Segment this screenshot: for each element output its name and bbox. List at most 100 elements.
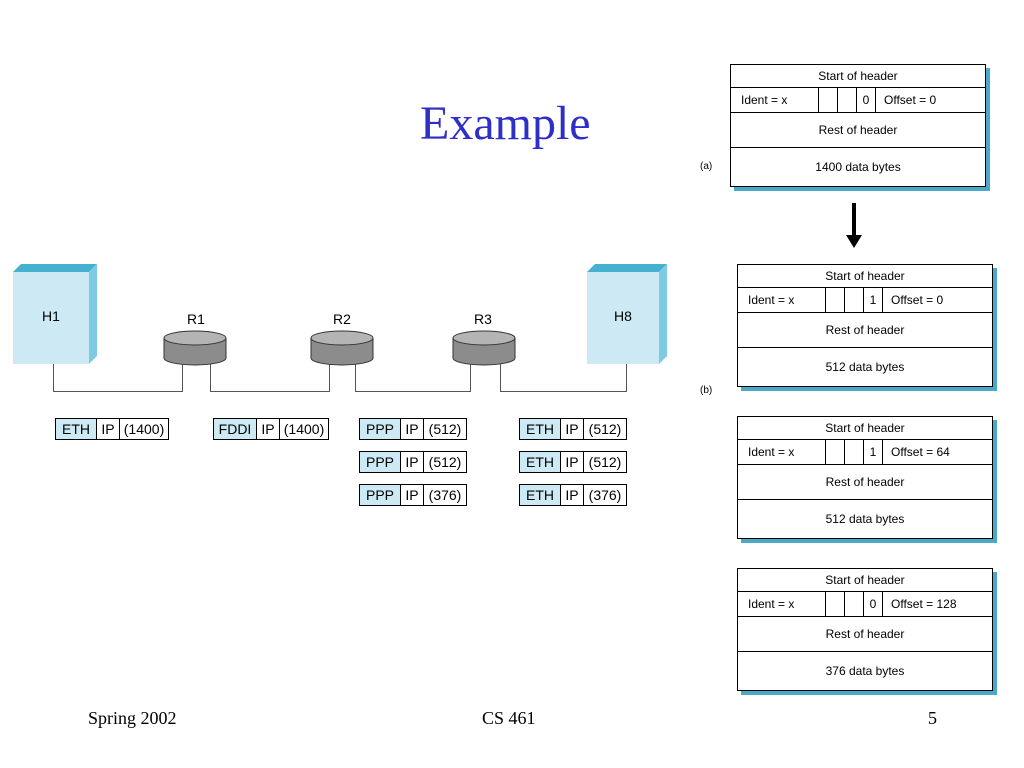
frame-link-header: ETH [520,485,561,505]
host-label-h1: H1 [42,308,60,324]
frame-ip-header: IP [97,419,120,439]
r2-left-drop [329,364,330,392]
footer-date: Spring 2002 [88,708,177,728]
rest-of-header: Rest of header [738,465,992,500]
h8-drop [626,364,627,392]
packet-fragment-2: Start of header Ident = x 1 Offset = 64 … [737,416,993,539]
start-of-header: Start of header [738,265,992,288]
frame-ppp-512-a: PPP IP (512) [359,418,467,440]
data-bytes: 1400 data bytes [815,160,901,174]
down-arrow-icon [846,203,862,248]
slide-title: Example [420,97,591,150]
data-bytes: 512 data bytes [825,512,905,526]
frame-ppp-376: PPP IP (376) [359,484,467,506]
label-a: (a) [700,161,713,172]
frame-eth-1400: ETH IP (1400) [55,418,169,440]
fddi-wire [210,391,330,392]
frame-link-header: FDDI [214,419,257,439]
data-bytes: 512 data bytes [825,360,905,374]
r1-right-drop [210,364,211,392]
frame-ip-header: IP [257,419,280,439]
host-label-h8: H8 [614,308,632,324]
r2-right-drop [355,364,356,392]
r3-right-drop [500,364,501,392]
router-r3-icon [452,330,516,366]
frame-ip-header: IP [401,419,424,439]
start-of-header: Start of header [731,65,985,88]
frame-payload-size: (512) [588,454,622,470]
offset-field: Offset = 0 [884,93,937,107]
flag-box [845,288,864,312]
router-label-r2: R2 [333,311,351,327]
frame-payload-size: (376) [588,487,622,503]
router-label-r3: R3 [474,311,492,327]
flag-box [845,592,864,616]
ident-row: Ident = x 0 Offset = 128 [738,592,992,617]
frame-ip-header: IP [561,452,584,472]
ident-row: Ident = x 0 Offset = 0 [731,88,985,113]
data-bytes: 376 data bytes [825,664,905,678]
frame-link-header: ETH [520,419,561,439]
frame-payload-size: (512) [428,421,462,437]
frame-ip-header: IP [561,485,584,505]
flag-box [826,440,845,464]
lan-wire-h1-r1 [53,364,54,392]
offset-field: Offset = 0 [891,293,944,307]
packet-original: Start of header Ident = x 0 Offset = 0 R… [730,64,986,187]
ident-row: Ident = x 1 Offset = 64 [738,440,992,465]
frame-ip-header: IP [401,485,424,505]
router-label-r1: R1 [187,311,205,327]
packet-fragment-3: Start of header Ident = x 0 Offset = 128… [737,568,993,691]
lan-wire-h1-r1-bottom [53,391,183,392]
ppp-wire [355,391,471,392]
frame-payload-size: (1400) [283,421,325,437]
flag-box [838,88,857,112]
more-fragments-flag: 1 [864,440,883,464]
ident-field: Ident = x [738,440,826,464]
footer-page-number: 5 [928,708,937,728]
rest-of-header: Rest of header [731,113,985,148]
offset-field: Offset = 128 [891,597,957,611]
frame-eth-376: ETH IP (376) [519,484,627,506]
flag-box [845,440,864,464]
frame-ip-header: IP [401,452,424,472]
more-fragments-flag: 1 [864,288,883,312]
frame-ppp-512-b: PPP IP (512) [359,451,467,473]
router-r2-icon [310,330,374,366]
frame-link-header: ETH [520,452,561,472]
start-of-header: Start of header [738,417,992,440]
lan-wire-r3-h8 [500,391,627,392]
label-b: (b) [700,385,713,396]
frame-ip-header: IP [561,419,584,439]
flag-box [826,592,845,616]
frame-eth-512-a: ETH IP (512) [519,418,627,440]
offset-field: Offset = 64 [891,445,950,459]
more-fragments-flag: 0 [857,88,876,112]
frame-payload-size: (512) [428,454,462,470]
r3-left-drop [470,364,471,392]
router-r1-icon [163,330,227,366]
host-h8: H8 [587,264,667,364]
flag-box [826,288,845,312]
frame-link-header: PPP [360,485,401,505]
packet-fragment-1: Start of header Ident = x 1 Offset = 0 R… [737,264,993,387]
frame-payload-size: (1400) [123,421,165,437]
frame-eth-512-b: ETH IP (512) [519,451,627,473]
start-of-header: Start of header [738,569,992,592]
ident-row: Ident = x 1 Offset = 0 [738,288,992,313]
flag-box [819,88,838,112]
rest-of-header: Rest of header [738,313,992,348]
rest-of-header: Rest of header [738,617,992,652]
frame-payload-size: (512) [588,421,622,437]
host-h1: H1 [13,264,97,364]
frame-link-header: ETH [56,419,97,439]
frame-payload-size: (376) [428,487,462,503]
footer-course: CS 461 [482,708,536,728]
frame-fddi-1400: FDDI IP (1400) [213,418,329,440]
ident-field: Ident = x [731,88,819,112]
frame-link-header: PPP [360,419,401,439]
frame-link-header: PPP [360,452,401,472]
ident-field: Ident = x [738,592,826,616]
more-fragments-flag: 0 [864,592,883,616]
ident-field: Ident = x [738,288,826,312]
